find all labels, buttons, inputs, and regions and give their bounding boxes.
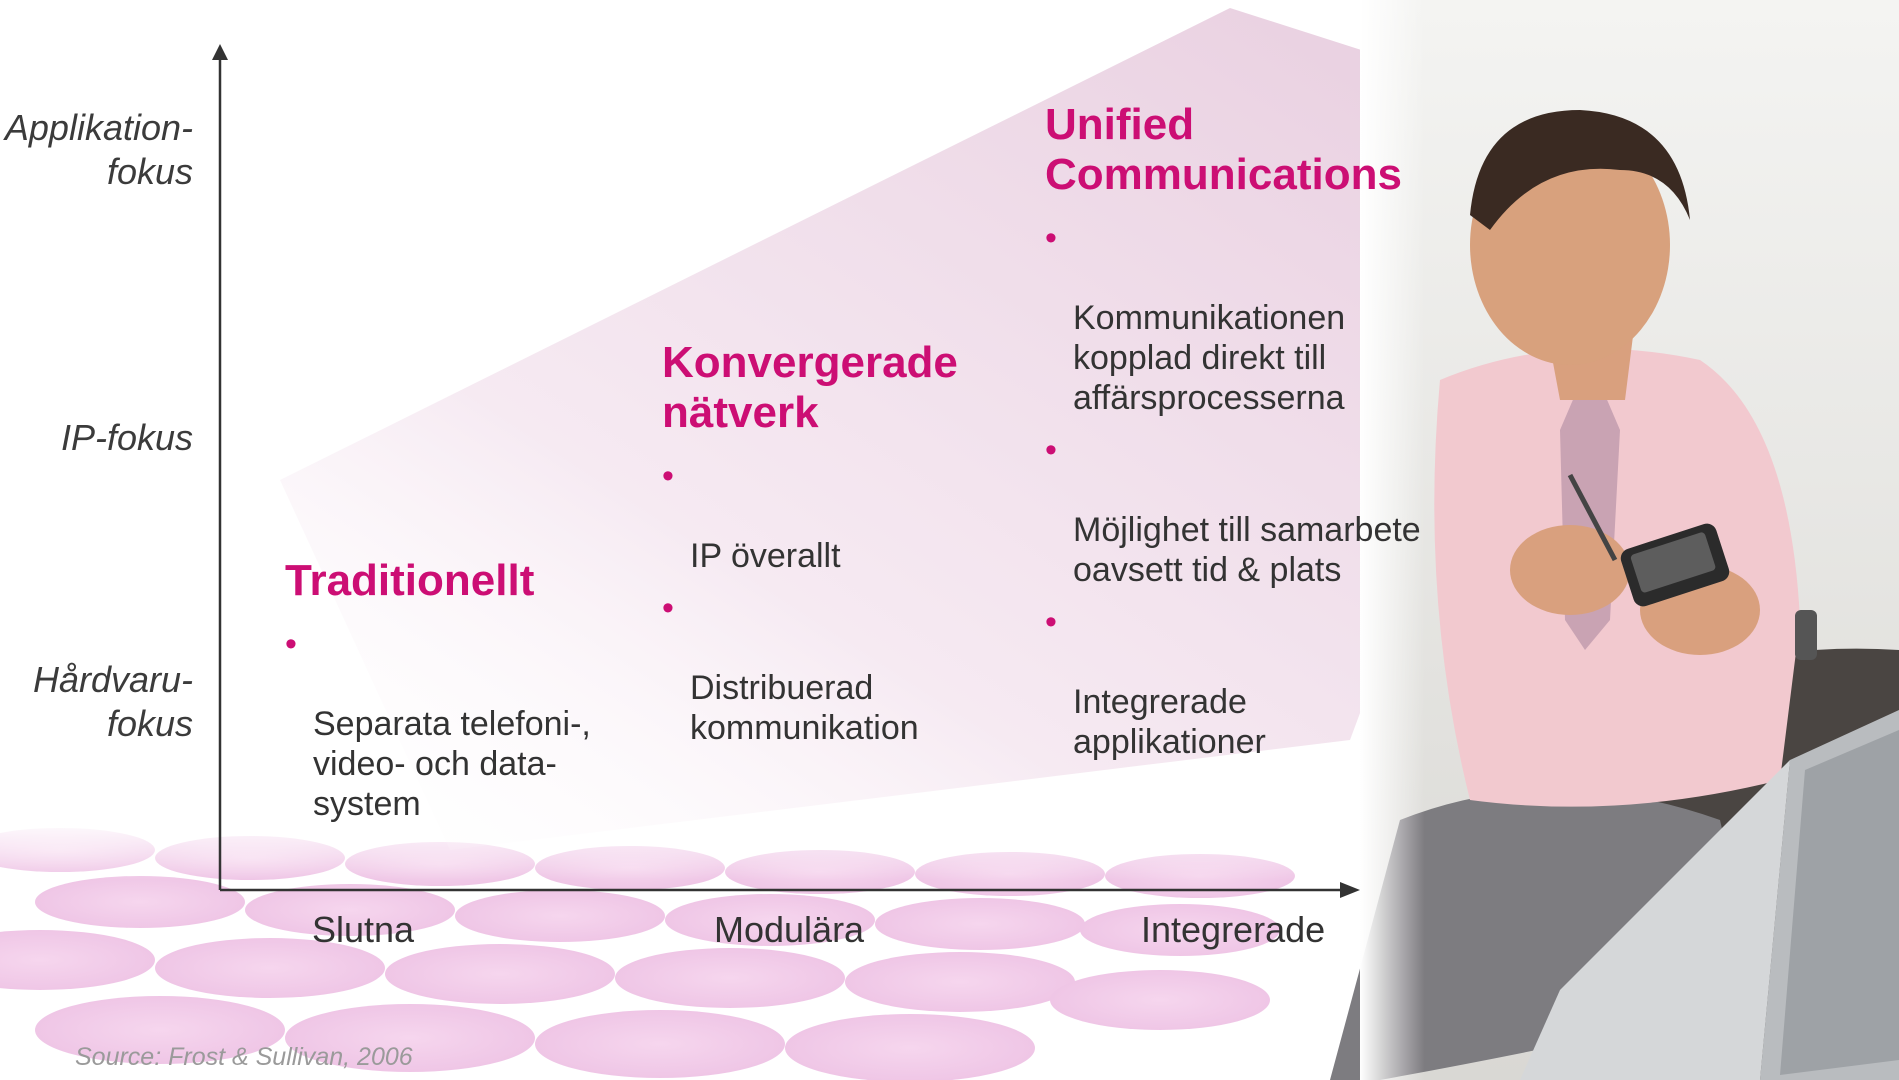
stage-bullets-traditional: • Separata telefoni-, video- och data- s…	[285, 624, 645, 824]
bullet-text: Separata telefoni-, video- och data- sys…	[313, 705, 591, 823]
bullet-item: • Kommunikationen kopplad direkt till af…	[1045, 218, 1475, 418]
bullet-item: • Integrerade applikationer	[1045, 602, 1475, 762]
bullet-text: Distribuerad kommunikation	[690, 669, 919, 747]
x-label-modular: Modulära	[714, 909, 865, 950]
bullet-text: Möjlighet till samarbete oavsett tid & p…	[1073, 511, 1421, 589]
stage-traditional: Traditionellt • Separata telefoni-, vide…	[285, 556, 645, 836]
y-label-hardware-focus: Hårdvaru- fokus	[32, 659, 193, 744]
bullet-dot-icon: •	[662, 457, 674, 495]
x-axis-arrow	[1340, 882, 1360, 898]
bullet-dot-icon: •	[1045, 603, 1057, 641]
bullet-dot-icon: •	[662, 589, 674, 627]
bullet-dot-icon: •	[1045, 431, 1057, 469]
bullet-item: • Distribuerad kommunikation	[662, 588, 1022, 748]
axes	[212, 44, 1360, 898]
stage-title-traditional: Traditionellt	[285, 556, 535, 605]
x-label-closed: Slutna	[312, 909, 415, 950]
bullet-item: • Separata telefoni-, video- och data- s…	[285, 624, 645, 824]
bullet-item: • Möjlighet till samarbete oavsett tid &…	[1045, 430, 1475, 590]
source-note: Source: Frost & Sullivan, 2006	[75, 1043, 413, 1071]
stage-title-converged: Konvergerade nätverk	[662, 338, 958, 437]
bullet-text: IP överallt	[690, 537, 841, 575]
bullet-item: • IP överallt	[662, 456, 1022, 576]
stage-converged: Konvergerade nätverk • IP överallt • Dis…	[662, 338, 1022, 760]
bullet-text: Integrerade applikationer	[1073, 683, 1266, 761]
bullet-text: Kommunikationen kopplad direkt till affä…	[1073, 299, 1346, 417]
stage-unified: Unified Communications • Kommunikationen…	[1045, 100, 1475, 774]
bullet-dot-icon: •	[285, 625, 297, 663]
stage-bullets-converged: • IP överallt • Distribuerad kommunikati…	[662, 456, 1022, 748]
y-label-ip-focus: IP-fokus	[60, 417, 193, 458]
y-axis-arrow	[212, 44, 228, 60]
stage-bullets-unified: • Kommunikationen kopplad direkt till af…	[1045, 218, 1475, 762]
y-label-application-focus: Applikation- fokus	[4, 107, 193, 192]
x-label-integrated: Integrerade	[1141, 909, 1326, 950]
bullet-dot-icon: •	[1045, 219, 1057, 257]
stage-title-unified: Unified Communications	[1045, 100, 1402, 199]
businessman-photo	[1330, 0, 1899, 1080]
progression-band	[280, 8, 1580, 850]
